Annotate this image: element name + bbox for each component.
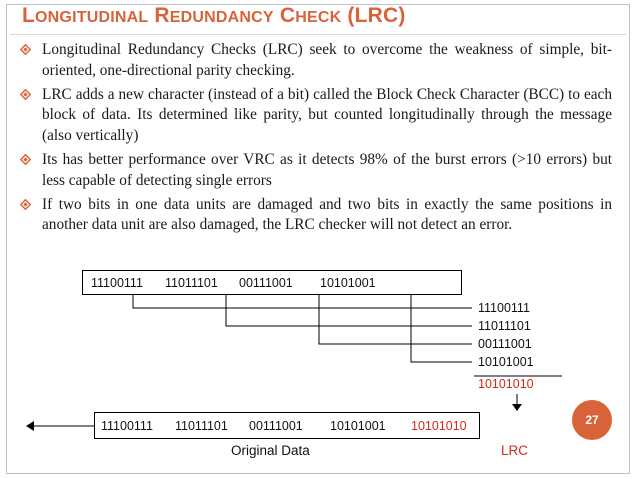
slide-frame <box>6 4 630 474</box>
page-number-badge: 27 <box>572 400 612 440</box>
stack-row: 11100111 <box>478 301 530 315</box>
bullet-item: If two bits in one data units are damage… <box>18 195 612 237</box>
data-unit: 00111001 <box>239 276 293 290</box>
bullet-item: Longitudinal Redundancy Checks (LRC) see… <box>18 40 612 82</box>
stack-row: 00111001 <box>478 337 532 351</box>
data-unit: 11011101 <box>165 276 218 290</box>
frame-unit: 11011101 <box>175 419 228 433</box>
connector-unit-4 <box>410 295 472 363</box>
title-word-ongitudinal: ONGITUDINAL <box>35 9 149 26</box>
connector-unit-2 <box>225 295 472 327</box>
hollow-diamond-bullet-icon <box>20 153 31 165</box>
data-unit: 11100111 <box>91 276 143 290</box>
bullet-text: Longitudinal Redundancy Checks (LRC) see… <box>42 41 612 79</box>
connector-unit-1 <box>132 295 472 309</box>
title-initial-l: L <box>22 4 36 27</box>
bullet-text: Its has better performance over VRC as i… <box>42 150 612 189</box>
bullet-item: Its has better performance over VRC as i… <box>18 150 612 192</box>
stack-row: 11011101 <box>478 319 531 333</box>
bullet-item: LRC adds a new character (instead of a b… <box>18 85 612 147</box>
bullet-text: LRC adds a new character (instead of a b… <box>42 85 612 145</box>
lrc-result: 10101010 <box>478 377 534 391</box>
transmitted-frame-box <box>94 412 480 439</box>
title-abbreviation: (LRC) <box>347 4 406 27</box>
hollow-diamond-bullet-icon <box>20 198 31 210</box>
bullet-text: If two bits in one data units are damage… <box>42 195 612 234</box>
slide-title: LONGITUDINAL REDUNDANCY CHECK (LRC) <box>22 4 406 28</box>
frame-lrc: 10101010 <box>411 419 467 433</box>
lrc-label: LRC <box>501 443 529 458</box>
frame-unit: 10101001 <box>330 419 386 433</box>
title-initial-r: R <box>154 4 170 27</box>
data-units-box <box>82 270 462 295</box>
hollow-diamond-bullet-icon <box>20 44 31 55</box>
connector-unit-3 <box>318 295 472 345</box>
title-divider <box>10 34 626 35</box>
original-data-label: Original Data <box>231 443 310 458</box>
title-word-heck: HECK <box>295 9 342 26</box>
title-initial-c: C <box>279 4 296 27</box>
bullet-list: Longitudinal Redundancy Checks (LRC) see… <box>18 40 612 239</box>
arrow-left-icon <box>26 421 34 431</box>
arrow-down-icon <box>512 404 522 411</box>
title-word-edundancy: EDUNDANCY <box>169 9 274 26</box>
frame-unit: 00111001 <box>249 419 303 433</box>
frame-unit: 11100111 <box>101 419 153 433</box>
stack-row: 10101001 <box>478 355 534 369</box>
hollow-diamond-bullet-icon <box>20 88 31 100</box>
data-unit: 10101001 <box>320 276 376 290</box>
